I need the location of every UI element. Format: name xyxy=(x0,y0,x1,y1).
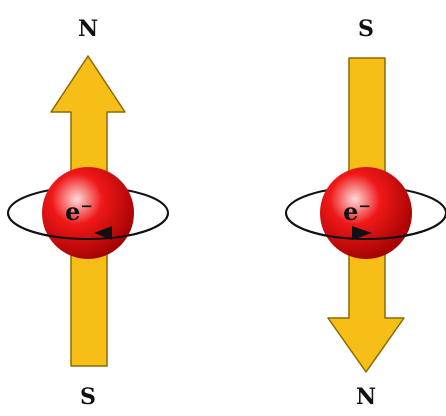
orbit-ring-front xyxy=(285,212,446,240)
pole-label-north-top: N xyxy=(78,16,98,42)
electron-symbol: e− xyxy=(343,197,371,226)
electron-letter: e xyxy=(65,197,80,226)
pole-label-north-bottom: N xyxy=(356,384,376,410)
electron-sphere xyxy=(320,167,412,259)
pole-label-south-bottom: S xyxy=(80,384,96,410)
electron-symbol: e− xyxy=(65,197,93,226)
electron-charge: − xyxy=(80,197,93,215)
electron-charge: − xyxy=(358,197,371,215)
electron-spin-up: N e− S xyxy=(7,16,169,410)
pole-label-south-top: S xyxy=(358,16,374,42)
orbit-arrow-icon xyxy=(352,226,372,240)
orbit-ring-front xyxy=(7,212,169,240)
electron-spin-down: S e− N xyxy=(285,16,446,410)
electron-letter: e xyxy=(343,197,358,226)
orbit-arrow-icon xyxy=(94,226,112,240)
